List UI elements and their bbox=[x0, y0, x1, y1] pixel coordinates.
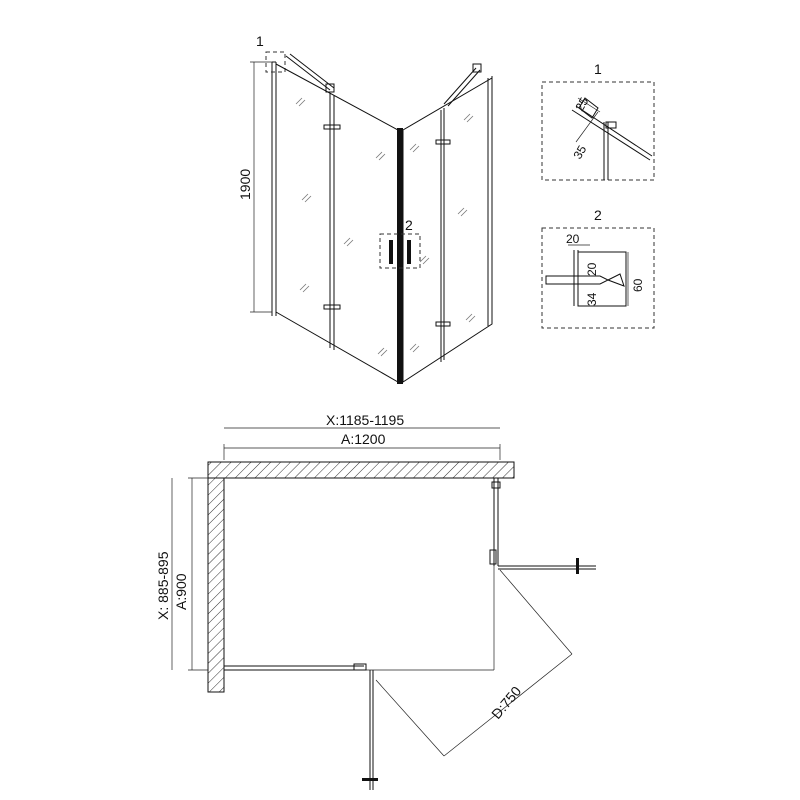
callout-2-label: 2 bbox=[405, 217, 413, 233]
handle-right bbox=[407, 240, 411, 264]
corner-profile bbox=[397, 128, 403, 384]
door-swing-dim-line bbox=[443, 653, 573, 757]
hinge bbox=[323, 124, 341, 130]
detail-2: 2 20 20 34 60 bbox=[541, 207, 655, 329]
hinge bbox=[435, 139, 451, 145]
iso-view: 1900 1 bbox=[237, 33, 493, 384]
detail-1-title: 1 bbox=[594, 61, 602, 77]
detail-1: 1 25 35 bbox=[541, 61, 655, 181]
depth-nominal-label: A:900 bbox=[173, 573, 189, 610]
detail-1-dim-a: 25 bbox=[572, 95, 591, 114]
detail-2-title: 2 bbox=[594, 207, 602, 223]
detail-1-frame bbox=[541, 81, 655, 181]
detail-2-dim-h2: 34 bbox=[585, 292, 599, 306]
height-dim-label: 1900 bbox=[237, 169, 253, 200]
right-glass-panel bbox=[402, 77, 493, 383]
plan-view: X:1185-1195 A:1200 A:900 X: 885-895 bbox=[155, 412, 596, 790]
back-wall bbox=[207, 461, 515, 479]
callout-2-box bbox=[379, 233, 421, 269]
door-swing-label: D:750 bbox=[488, 683, 524, 722]
callout-1-box bbox=[265, 51, 286, 73]
side-wall bbox=[207, 477, 225, 693]
width-range-label: X:1185-1195 bbox=[326, 412, 404, 428]
left-glass-panel bbox=[275, 63, 399, 383]
hinge bbox=[323, 304, 341, 310]
detail-2-dim-total: 60 bbox=[631, 278, 645, 292]
detail-1-dim-b: 35 bbox=[570, 143, 589, 162]
detail-2-dim-h1: 20 bbox=[585, 262, 599, 276]
detail-2-frame bbox=[541, 227, 655, 329]
handle-left bbox=[389, 240, 393, 264]
detail-2-dim-w: 20 bbox=[566, 232, 580, 246]
callout-1-label: 1 bbox=[256, 33, 264, 49]
width-nominal-label: A:1200 bbox=[341, 431, 386, 447]
hinge bbox=[435, 321, 451, 327]
depth-range-label: X: 885-895 bbox=[155, 551, 171, 620]
